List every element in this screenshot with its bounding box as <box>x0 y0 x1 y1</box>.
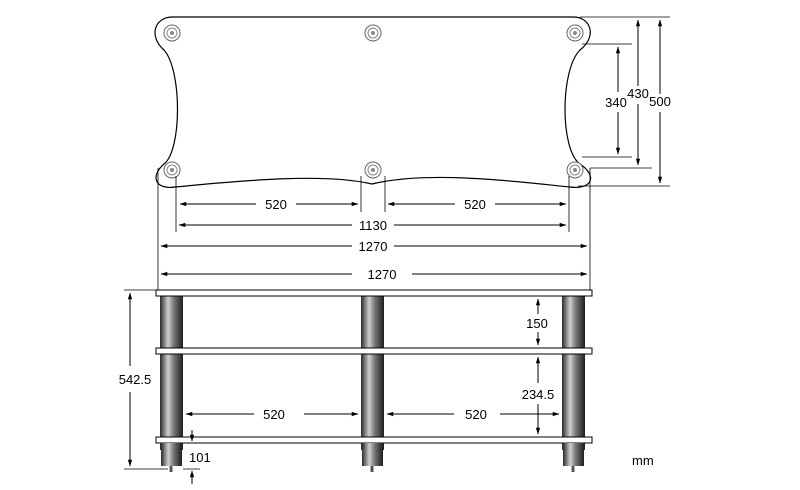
hole-bottom-center <box>364 161 382 179</box>
dim-depth-holes-label: 340 <box>605 95 627 110</box>
dim-front-left-span-label: 520 <box>263 407 285 422</box>
front-view: 1270 542.5 150 <box>119 262 654 484</box>
dim-foot-height: 101 <box>183 430 211 484</box>
dim-hole-width: 1130 <box>178 218 567 233</box>
hole-bottom-right <box>566 161 584 179</box>
top-extension-lines <box>157 16 670 262</box>
dim-right-span: 520 <box>387 197 567 212</box>
dim-depth-holes: 340 <box>605 46 627 155</box>
dim-overall-height: 542.5 <box>119 289 168 470</box>
dim-right-span-label: 520 <box>464 197 486 212</box>
pole-right <box>562 295 585 450</box>
dim-depth-total-label: 500 <box>649 94 671 109</box>
mounting-holes <box>163 24 584 179</box>
dim-overall-height-label: 542.5 <box>119 372 152 387</box>
unit-label: mm <box>632 453 654 468</box>
top-view: 520 520 1130 1270 340 430 <box>154 16 671 262</box>
hole-top-center <box>364 24 382 42</box>
dim-top-width-label: 1270 <box>359 239 388 254</box>
pole-center <box>361 295 384 450</box>
dim-left-span-label: 520 <box>265 197 287 212</box>
dim-top-width: 1270 <box>160 239 588 254</box>
dim-front-width: 1270 <box>157 262 591 290</box>
dim-shelf-gap-bottom: 234.5 <box>522 356 555 435</box>
feet <box>161 443 584 472</box>
pole-left <box>160 295 183 450</box>
shelf-top <box>155 289 593 297</box>
shelf-outline <box>154 16 592 188</box>
dim-foot-height-label: 101 <box>189 450 211 465</box>
dim-shelf-gap-bottom-label: 234.5 <box>522 387 555 402</box>
dim-depth-total: 500 <box>649 19 671 184</box>
dim-shelf-gap-top: 150 <box>526 298 548 346</box>
dim-shelf-gap-top-label: 150 <box>526 316 548 331</box>
dim-front-left-span: 520 <box>185 407 359 422</box>
dim-front-right-span-label: 520 <box>465 407 487 422</box>
dim-front-width-label: 1270 <box>368 267 397 282</box>
dim-front-right-span: 520 <box>386 407 560 422</box>
hole-top-left <box>163 24 181 42</box>
dim-depth-mid: 430 <box>627 19 649 166</box>
shelf-bottom <box>155 436 593 444</box>
hole-top-right <box>566 24 584 42</box>
dim-left-span: 520 <box>179 197 359 212</box>
dim-depth-mid-label: 430 <box>627 86 649 101</box>
dim-hole-width-label: 1130 <box>359 218 387 233</box>
shelf-middle <box>155 347 593 355</box>
hole-bottom-left <box>163 161 181 179</box>
